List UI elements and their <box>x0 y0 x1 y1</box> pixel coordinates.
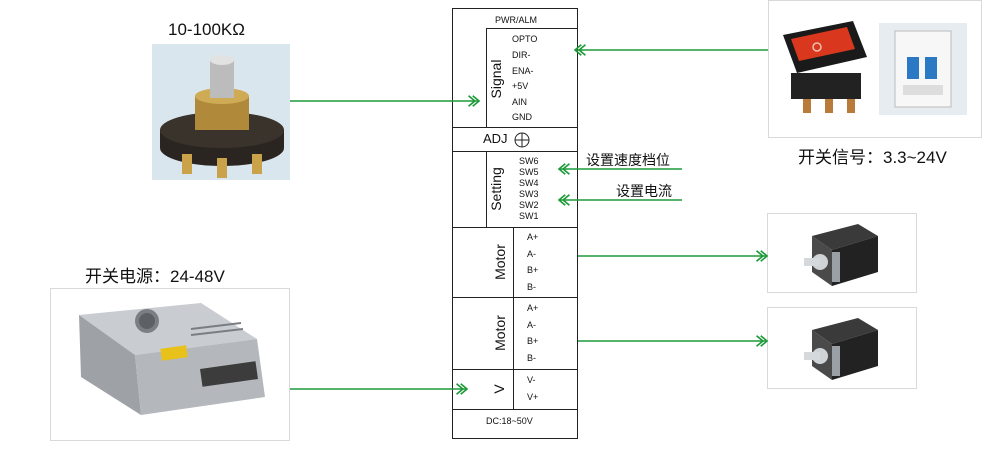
setting-switch[interactable]: SW1 <box>519 211 539 221</box>
pin-label: B- <box>527 353 536 363</box>
pin-label: GND <box>512 112 532 122</box>
pin-label: V- <box>527 375 536 385</box>
pin-label: V+ <box>527 392 539 402</box>
divider <box>452 409 578 410</box>
motor-photo-2 <box>767 307 917 389</box>
setting-switch[interactable]: SW3 <box>519 189 539 199</box>
stepper-motor-icon-2 <box>804 318 878 380</box>
motor-photo-1 <box>767 213 917 293</box>
potentiometer-icon <box>160 55 284 178</box>
divider <box>452 151 578 152</box>
adj-label: ADJ <box>483 131 508 146</box>
pin-label: A- <box>527 320 536 330</box>
divider <box>513 297 514 369</box>
divider <box>452 369 578 370</box>
divider <box>513 227 514 297</box>
pin-label: A- <box>527 249 536 259</box>
driver-box <box>452 8 578 439</box>
adj-knob-icon[interactable] <box>513 131 531 149</box>
pin-label: OPTO <box>512 34 538 44</box>
pin-label: B- <box>527 282 536 292</box>
pin-label: +5V <box>512 81 529 91</box>
pin-label: DIR- <box>512 50 531 60</box>
switches-icon <box>783 21 967 115</box>
potentiometer-photo <box>152 44 290 180</box>
divider <box>452 127 578 128</box>
switch-signal-caption: 开关信号：3.3~24V <box>798 148 947 167</box>
switches-photo <box>768 0 982 138</box>
divider <box>486 151 487 227</box>
driver-bottom-label: DC:18~50V <box>486 416 533 426</box>
divider <box>486 28 578 29</box>
setting-switch[interactable]: SW5 <box>519 167 539 177</box>
divider <box>486 28 487 128</box>
divider <box>513 369 514 409</box>
current-setting-label: 设置电流 <box>616 183 672 199</box>
potentiometer-caption: 10-100KΩ <box>168 20 245 39</box>
setting-switch[interactable]: SW4 <box>519 178 539 188</box>
power-supply-caption: 开关电源：24-48V <box>85 267 225 286</box>
setting-switch[interactable]: SW2 <box>519 200 539 210</box>
divider <box>452 227 578 228</box>
pin-label: B+ <box>527 336 539 346</box>
pin-label: A+ <box>527 232 539 242</box>
pin-label: ENA- <box>512 66 534 76</box>
stepper-motor-icon-1 <box>804 224 878 286</box>
power-supply-photo <box>50 288 290 441</box>
setting-switch[interactable]: SW6 <box>519 156 539 166</box>
divider <box>452 297 578 298</box>
pin-label: A+ <box>527 303 539 313</box>
pin-label: B+ <box>527 265 539 275</box>
driver-top-label: PWR/ALM <box>495 15 538 25</box>
pin-label: AIN <box>512 97 528 107</box>
power-supply-icon <box>79 303 265 415</box>
speed-setting-label: 设置速度档位 <box>586 152 670 168</box>
